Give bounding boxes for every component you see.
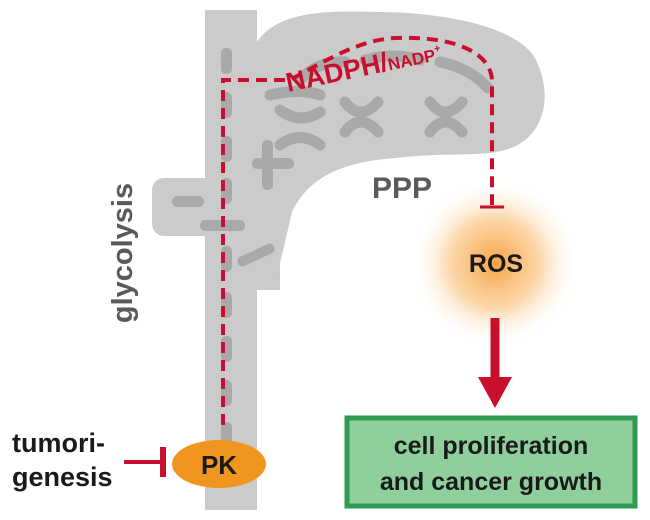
- ppp-node-arc: [294, 56, 351, 86]
- branch-node: [172, 196, 204, 207]
- tumorigenesis-label-line1: tumori-: [12, 428, 105, 458]
- tumorigenesis-label-line2: genesis: [12, 462, 113, 492]
- ros-label: ROS: [469, 250, 523, 278]
- glycolysis-node: [221, 136, 232, 162]
- glycolysis-node: [221, 48, 232, 74]
- ppp-node-arc: [264, 86, 326, 101]
- ppp-node-arc: [434, 56, 494, 94]
- ppp-nodes: [264, 50, 494, 151]
- ppp-label: PPP: [372, 172, 432, 205]
- ppp-node-arc: [359, 50, 426, 66]
- pk-label: PK: [201, 450, 237, 480]
- branch-node: [237, 243, 275, 267]
- ros-glow: [415, 183, 575, 343]
- ppp-node-cross: [274, 104, 326, 151]
- ppp-node-cross: [424, 96, 468, 138]
- outcome-box: [344, 415, 638, 509]
- ppp-node-cross: [339, 96, 384, 138]
- outcome-label-line1: cell proliferation: [394, 432, 588, 460]
- outcome-label-line2: and cancer growth: [380, 468, 602, 496]
- nadph-dashed-route: [221, 35, 494, 425]
- pk-node: [172, 440, 266, 488]
- ros-to-growth-arrow-head: [478, 377, 512, 408]
- glycolysis-label: glycolysis: [107, 183, 139, 323]
- branch-node: [252, 158, 294, 169]
- nadp-charge: +: [433, 42, 442, 55]
